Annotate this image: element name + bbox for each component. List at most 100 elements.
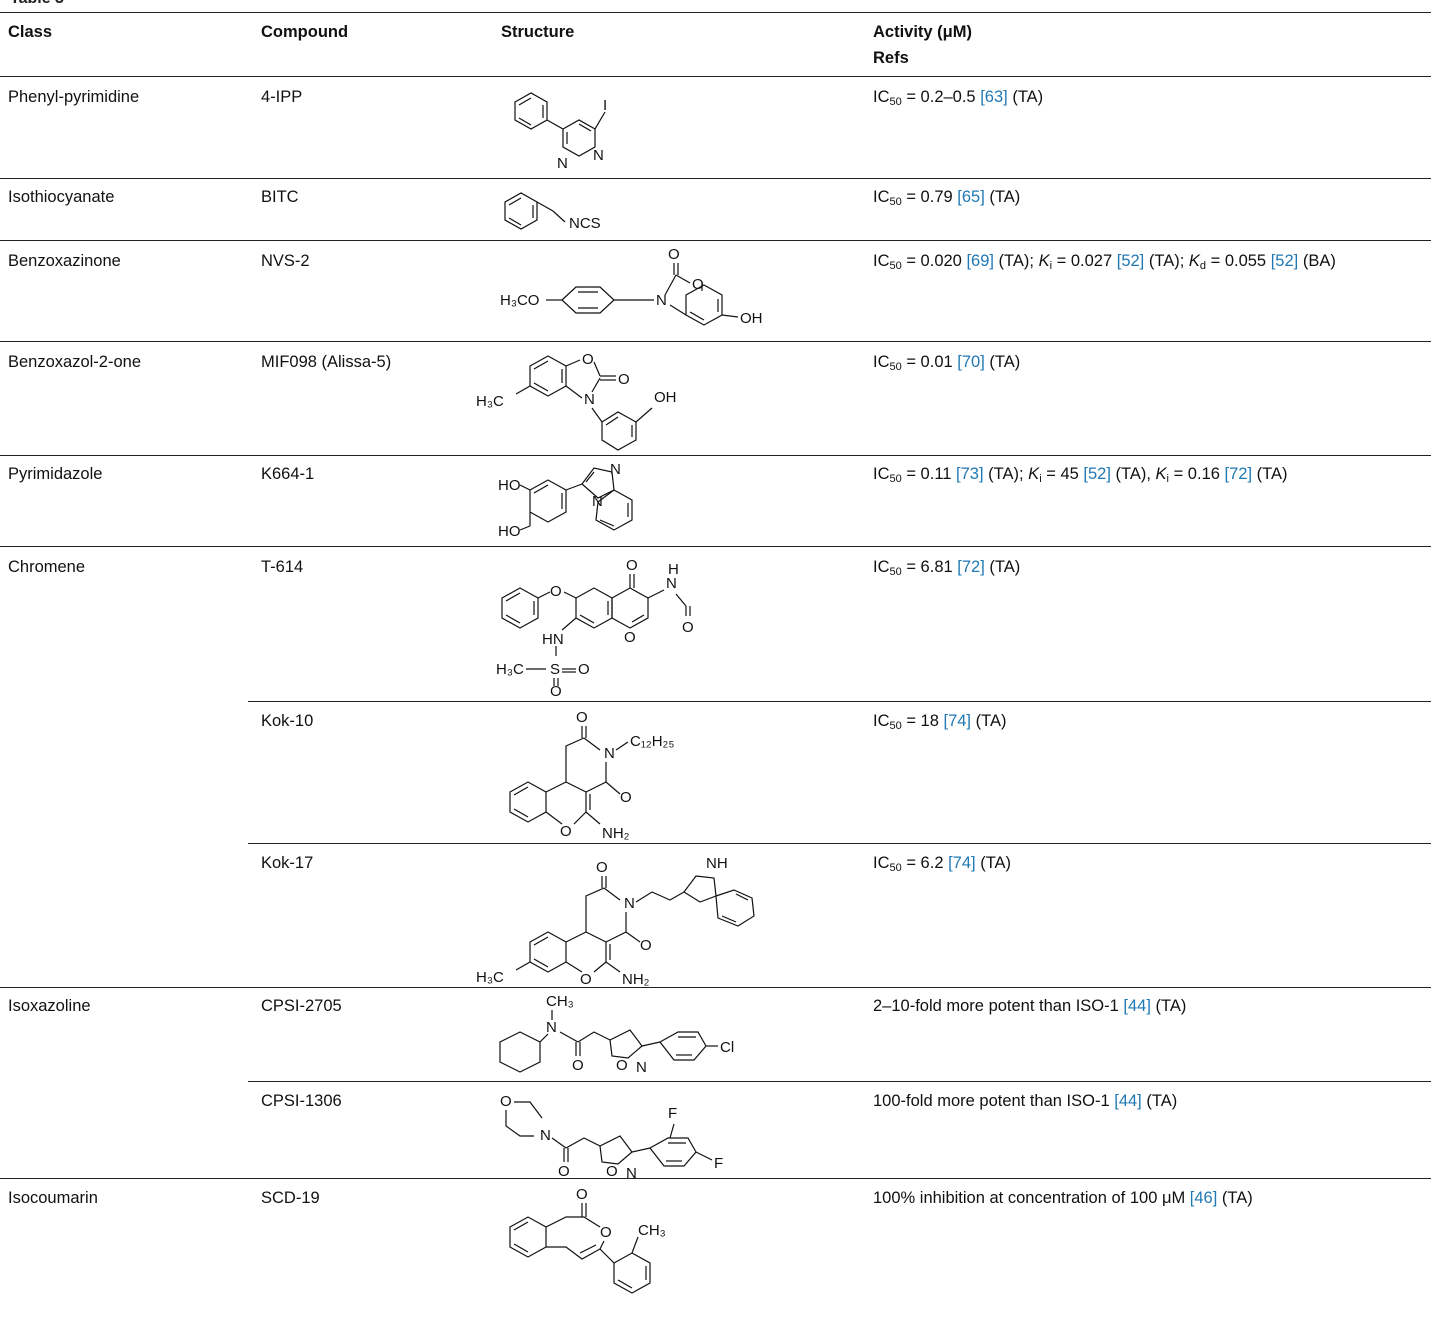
atom-o: O	[618, 371, 630, 388]
activity-text: K	[1155, 465, 1167, 483]
atom-o: O	[550, 583, 562, 600]
reference-link[interactable]: [72]	[957, 558, 985, 576]
row-rule	[248, 1081, 1431, 1082]
group-h3c: H₃C	[476, 969, 504, 986]
cell-compound: T-614	[261, 558, 304, 576]
atom-o: O	[572, 1057, 584, 1074]
cell-compound: CPSI-1306	[261, 1092, 342, 1110]
reference-link[interactable]: [52]	[1083, 465, 1111, 483]
activity-text: 50	[889, 260, 902, 272]
atom-n: N	[557, 155, 568, 172]
cell-activity: IC50 = 0.2–0.5 [63] (TA)	[873, 86, 1043, 108]
activity-text: IC	[873, 712, 890, 730]
activity-text: (TA),	[1110, 465, 1156, 483]
atom-o: O	[580, 971, 592, 988]
cell-activity: IC50 = 18 [74] (TA)	[873, 710, 1006, 732]
cell-activity: 2–10-fold more potent than ISO-1 [44] (T…	[873, 995, 1186, 1017]
atom-n: N	[610, 461, 621, 478]
atom-o: O	[600, 1224, 612, 1241]
activity-text: IC	[873, 558, 890, 576]
row-rule	[248, 701, 1431, 702]
activity-text: (BA)	[1298, 252, 1336, 270]
structure-k664-1: HO HO N N	[470, 460, 770, 546]
cell-compound: BITC	[261, 188, 299, 206]
atom-n: N	[626, 1165, 637, 1182]
activity-text: = 0.79	[901, 188, 958, 206]
activity-text: (TA)	[984, 558, 1021, 576]
atom-n: N	[593, 147, 604, 164]
group-ho: HO	[498, 523, 521, 540]
table-caption: Table 3	[10, 0, 64, 8]
activity-text: 50	[889, 96, 902, 108]
reference-link[interactable]: [46]	[1189, 1189, 1218, 1207]
activity-text: = 0.055	[1206, 252, 1271, 270]
reference-link[interactable]: [44]	[1114, 1092, 1142, 1110]
activity-text: = 0.020	[901, 252, 967, 270]
activity-text: 50	[889, 862, 902, 874]
reference-link[interactable]: [73]	[956, 465, 984, 483]
atom-o: O	[668, 246, 680, 263]
header-rule	[0, 76, 1431, 77]
group-oh: OH	[654, 389, 677, 406]
reference-link[interactable]: [65]	[957, 188, 985, 206]
activity-text: IC	[873, 465, 890, 483]
row-rule	[0, 546, 1431, 547]
group-nh: NH	[706, 855, 728, 872]
atom-o: O	[550, 683, 562, 700]
cell-activity: IC50 = 0.020 [69] (TA); Ki = 0.027 [52] …	[873, 250, 1336, 272]
atom-o: O	[616, 1057, 628, 1074]
atom-f: F	[714, 1155, 723, 1172]
header-structure: Structure	[501, 23, 575, 41]
cell-class: Phenyl-pyrimidine	[8, 88, 140, 106]
structure-cpsi-1306: O N O O N F F	[480, 1088, 800, 1182]
group-ch3: CH₃	[638, 1222, 666, 1239]
row-rule	[0, 341, 1431, 342]
reference-link[interactable]: [44]	[1123, 997, 1151, 1015]
activity-text: (TA)	[1141, 1092, 1178, 1110]
atom-n: N	[656, 292, 667, 309]
activity-text: (TA);	[983, 465, 1029, 483]
activity-text: (TA)	[984, 353, 1021, 371]
cell-activity: IC50 = 6.81 [72] (TA)	[873, 556, 1020, 578]
atom-n: N	[666, 575, 677, 592]
header-refs: Refs	[873, 49, 909, 67]
atom-s: S	[550, 661, 560, 678]
reference-link[interactable]: [72]	[1224, 465, 1253, 483]
structure-kok-10: O N C₁₂H₂₅ O O NH₂	[490, 706, 790, 842]
reference-link[interactable]: [74]	[943, 712, 972, 730]
row-rule	[0, 240, 1431, 241]
reference-link[interactable]: [52]	[1270, 252, 1299, 270]
cell-class: Isoxazoline	[8, 997, 91, 1015]
activity-text: IC	[873, 188, 890, 206]
structure-bitc: NCS	[495, 186, 635, 238]
cell-compound: MIF098 (Alissa-5)	[261, 353, 392, 371]
activity-text: K	[1188, 252, 1200, 270]
group-h3c: H₃C	[476, 393, 504, 410]
atom-h: H	[668, 561, 679, 578]
cell-class: Pyrimidazole	[8, 465, 103, 483]
cell-class: Benzoxazinone	[8, 252, 121, 270]
reference-link[interactable]: [63]	[980, 88, 1008, 106]
activity-text: 100% inhibition at concentration of 100 …	[873, 1189, 1190, 1207]
reference-link[interactable]: [74]	[948, 854, 976, 872]
cell-compound: Kok-10	[261, 712, 314, 730]
atom-o: O	[578, 661, 590, 678]
cell-compound: Kok-17	[261, 854, 314, 872]
reference-link[interactable]: [70]	[957, 353, 985, 371]
atom-o: O	[682, 619, 694, 636]
atom-o: O	[640, 937, 652, 954]
activity-text: K	[1028, 465, 1040, 483]
activity-text: IC	[873, 353, 890, 371]
structure-kok-17: O N NH O H₃C O NH₂	[470, 848, 800, 988]
table-top-rule	[0, 12, 1431, 13]
activity-text: = 6.81	[901, 558, 958, 576]
header-class: Class	[8, 23, 53, 41]
activity-text: IC	[873, 88, 890, 106]
reference-link[interactable]: [52]	[1116, 252, 1145, 270]
atom-o: O	[558, 1163, 570, 1180]
cell-class: Chromene	[8, 558, 86, 576]
activity-text: 100-fold more potent than ISO-1	[873, 1092, 1115, 1110]
activity-text: = 0.027	[1052, 252, 1117, 270]
reference-link[interactable]: [69]	[966, 252, 994, 270]
activity-text: (TA)	[971, 712, 1007, 730]
